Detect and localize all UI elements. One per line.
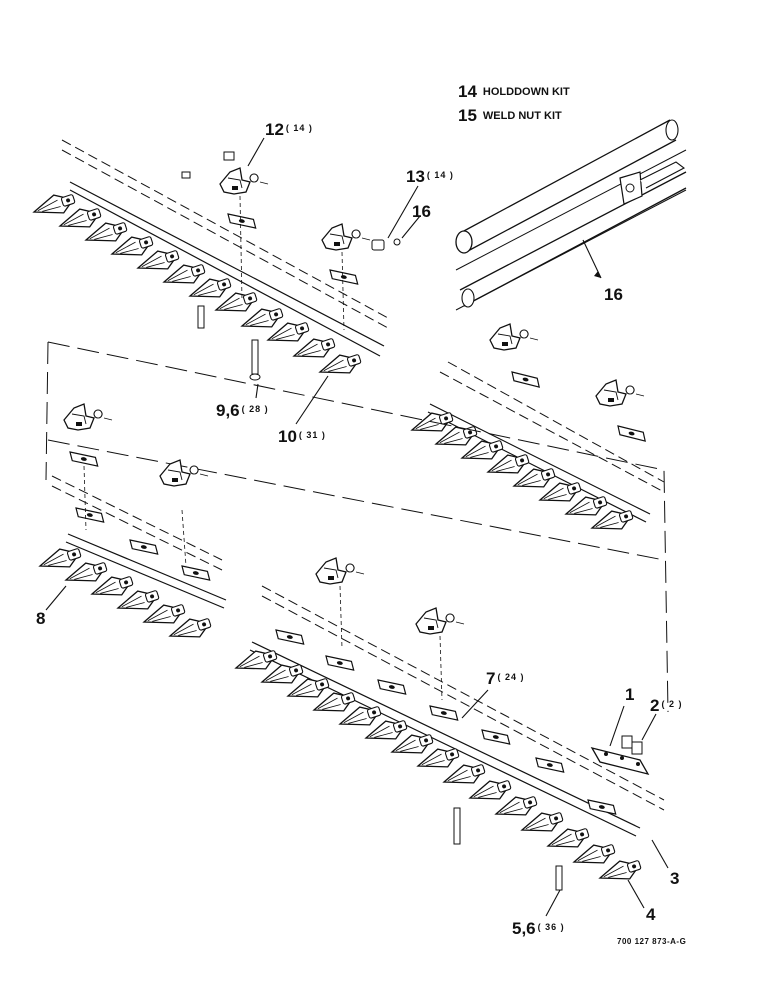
sickle-section-icon <box>30 188 364 383</box>
knife-bar-right <box>408 323 665 539</box>
callout-10: 10( 31 ) <box>278 427 326 446</box>
callout-11: 12( 14 ) <box>265 120 313 139</box>
kit-14-row: 14 HOLDDOWN KIT <box>458 83 570 101</box>
callout-4: 4 <box>646 905 656 924</box>
callout-3: 3 <box>670 869 680 888</box>
callout-13: 16 <box>412 202 431 221</box>
sickle-section-icon <box>408 406 636 539</box>
callout-16-label: 16 <box>604 285 623 304</box>
callout-16: 16 <box>604 286 623 304</box>
callout-12: 13( 14 ) <box>406 167 454 186</box>
bolt-icon <box>197 305 261 381</box>
kit-number: 15 <box>458 106 477 125</box>
wear-plate-icon <box>509 371 648 442</box>
kit-number: 14 <box>458 82 477 101</box>
tube-icon <box>455 119 687 311</box>
knife-bar-left <box>36 403 227 647</box>
kit-label: HOLDDOWN KIT <box>482 86 570 98</box>
assembly-outline <box>45 341 669 713</box>
leader-lines <box>45 137 669 917</box>
sickle-section-icon <box>36 542 214 647</box>
kit-label: WELD NUT KIT <box>482 110 562 122</box>
callout-8: 8 <box>36 609 46 628</box>
callout-1: 1 <box>625 685 635 704</box>
holddown-clip-icon <box>219 167 371 251</box>
kit-15-row: 15 WELD NUT KIT <box>458 107 562 125</box>
holddown-clip-icon <box>489 323 645 407</box>
callout-2: 2( 2 ) <box>650 696 683 715</box>
holddown-clip-icon <box>315 557 465 635</box>
knife-bar-upper <box>30 139 401 383</box>
nut-icon <box>181 151 401 251</box>
figure-number: 700 127 873-A-G <box>617 937 687 946</box>
holddown-clip-icon <box>63 403 209 487</box>
callout-7: 7( 24 ) <box>486 669 525 688</box>
callout-5: 5,6( 36 ) <box>512 919 565 938</box>
callout-9: 9,6( 28 ) <box>216 401 269 420</box>
bolt-icon <box>453 735 643 891</box>
wear-plate-icon <box>273 629 618 815</box>
knife-bar-lower <box>232 557 665 891</box>
